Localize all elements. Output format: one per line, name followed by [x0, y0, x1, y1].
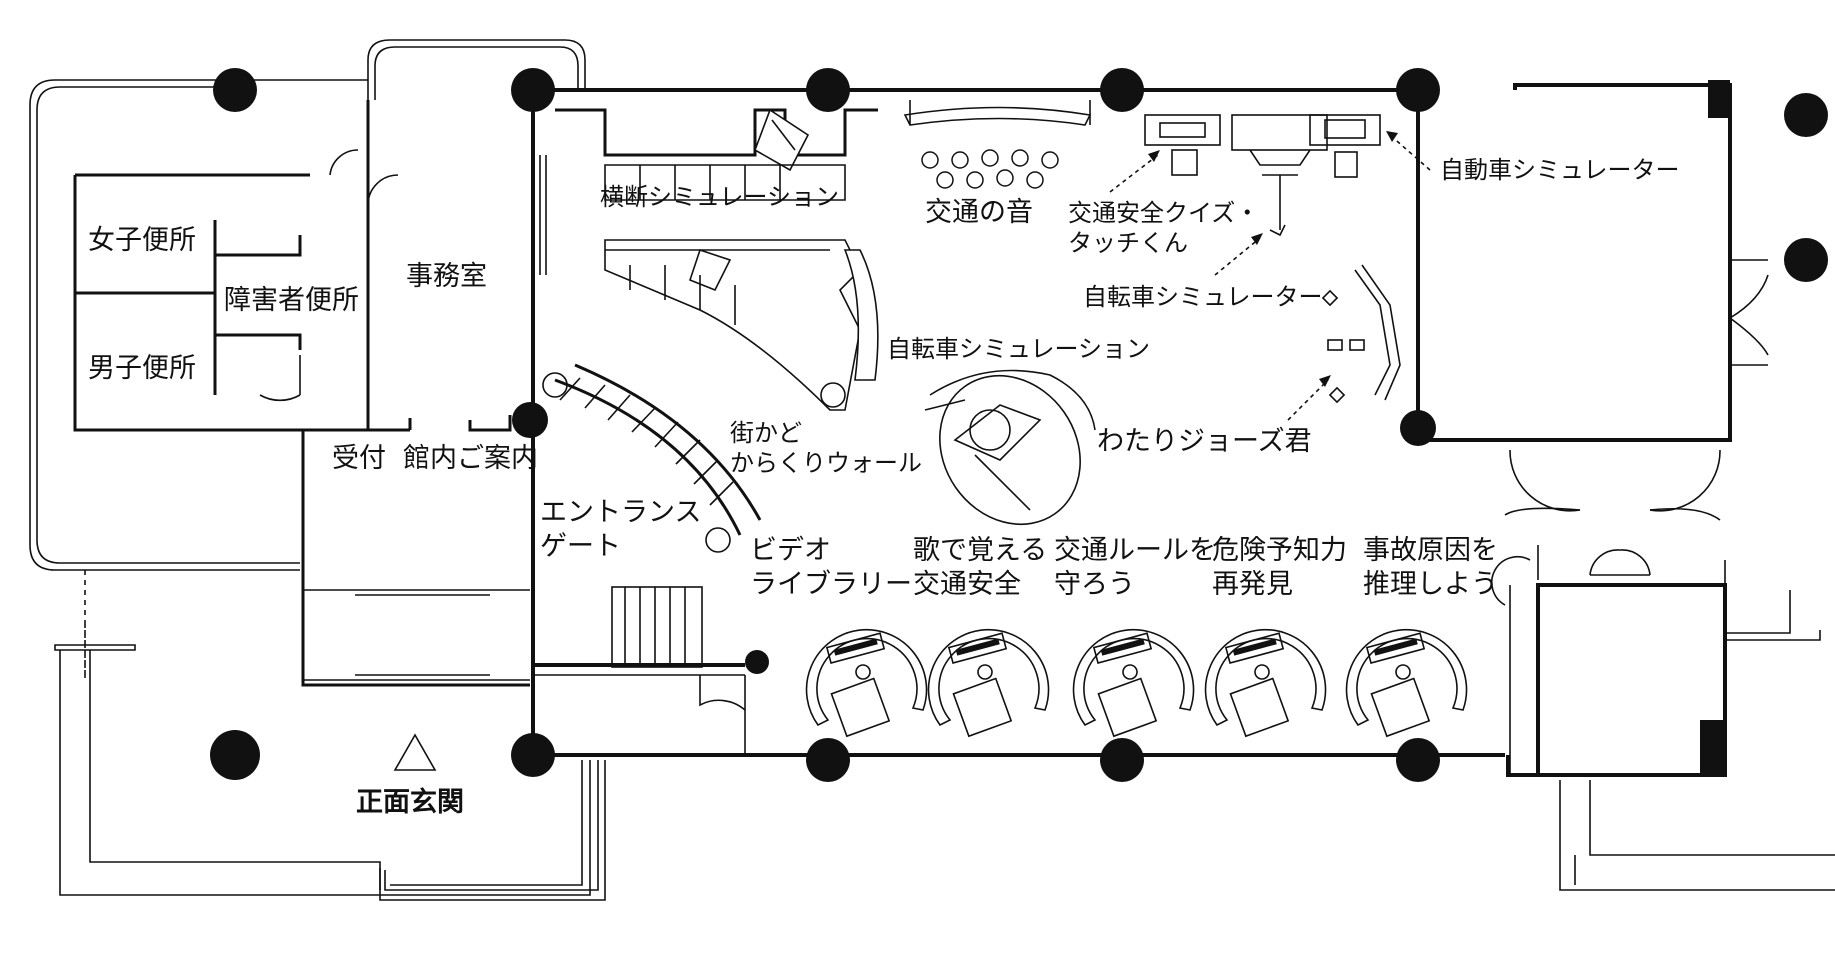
label-rules: 交通ルールを 守ろう: [1054, 535, 1216, 600]
label-womens-restroom: 女子便所: [88, 225, 196, 256]
label-car-simulator: 自動車シミュレーター: [1440, 156, 1680, 184]
label-song: 歌で覚える 交通安全: [913, 535, 1048, 600]
label-quiz: 交通安全クイズ・ タッチくん: [1068, 199, 1260, 257]
office-walls: [366, 100, 512, 432]
street-corner-exhibit: [542, 363, 762, 553]
pillars: [210, 68, 1828, 782]
booth-5: [1345, 628, 1468, 738]
crossing-sim-exhibit: [539, 108, 879, 411]
label-information: 館内ご案内: [403, 443, 538, 474]
driving-booths: [805, 628, 1468, 738]
label-accessible-restroom: 障害者便所: [224, 285, 359, 316]
booth-4: [1204, 628, 1327, 738]
label-accident: 事故原因を 推理しよう: [1363, 535, 1498, 600]
label-reception: 受付: [332, 443, 386, 474]
booth-2: [927, 628, 1050, 738]
label-office: 事務室: [406, 261, 487, 292]
wataru-device: [1321, 264, 1401, 404]
entrance-marker: [393, 733, 437, 771]
label-crossing-sim: 横断シミュレーション: [600, 183, 840, 211]
label-hazard: 危険予知力 再発見: [1212, 535, 1347, 600]
label-bike-simulator: 自転車シミュレーター: [1083, 283, 1323, 311]
left-outline: [29, 39, 586, 571]
label-video: ビデオ ライブラリー: [750, 535, 912, 600]
traffic-sound-exhibit: [903, 100, 1092, 189]
stairs: [611, 586, 703, 668]
right-area-walls: [1416, 80, 1835, 891]
restroom-walls: [73, 149, 370, 432]
quiz-stations: [1144, 114, 1381, 237]
label-traffic-sound: 交通の音: [925, 197, 1033, 228]
label-bike-simulation: 自転車シミュレーション: [887, 335, 1151, 363]
label-main-entrance: 正面玄関: [356, 787, 464, 818]
label-wataru: わたりジョーズ君: [1097, 426, 1312, 457]
pointer-arrows: [1109, 131, 1431, 421]
booth-3: [1072, 628, 1195, 738]
label-entrance-gate: エントランス ゲート: [540, 497, 702, 562]
label-street-corner: 街かど からくりウォール: [730, 419, 922, 477]
entrance-area: [54, 430, 606, 901]
booth-1: [805, 628, 928, 738]
label-mens-restroom: 男子便所: [88, 353, 196, 384]
bike-simulation-exhibit: [924, 369, 1096, 526]
